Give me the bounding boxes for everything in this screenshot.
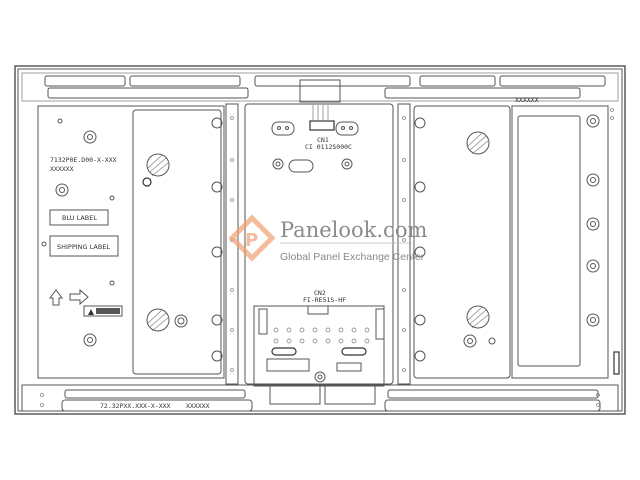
bottom-part-number: 72.32PXX.XXX-X-XXX (100, 402, 171, 410)
top-right-code: XXXXXX (515, 96, 539, 104)
watermark-tagline: Global Panel Exchange Center (280, 251, 425, 263)
cn2-part: FI-RE51S-HF (303, 296, 346, 304)
right-rail (397, 103, 426, 385)
bottom-serial: XXXXXX (186, 402, 210, 410)
cn2-label: CN2 (314, 289, 326, 297)
left-serial: XXXXXX (50, 165, 74, 173)
outer-frame (14, 65, 626, 415)
left-part-number: 7132P0E.D00-X-XXX (50, 156, 117, 164)
bottom-strip (21, 383, 619, 412)
blu-label-box (49, 209, 109, 226)
top-slots (44, 75, 606, 103)
cn1-part: CI 0112S000C (305, 143, 352, 151)
shipping-label-box (49, 235, 119, 257)
left-panel (37, 105, 225, 379)
cn2-connector[interactable] (307, 305, 329, 315)
shipping-label: SHIPPING LABEL (57, 243, 110, 251)
left-rail (211, 103, 239, 385)
center-panel (244, 103, 394, 387)
svg-text:P: P (245, 230, 258, 251)
watermark-brand: Panelook.com (280, 218, 427, 242)
right-panel (413, 105, 620, 379)
warning-icon (88, 309, 94, 315)
arrow-right-icon (69, 288, 89, 306)
blu-label: BLU LABEL (62, 214, 97, 222)
cn1-label: CN1 (317, 136, 329, 144)
arrow-up-icon (49, 289, 63, 306)
panelook-logo: P (228, 214, 276, 262)
cn1-connector[interactable] (309, 120, 335, 131)
